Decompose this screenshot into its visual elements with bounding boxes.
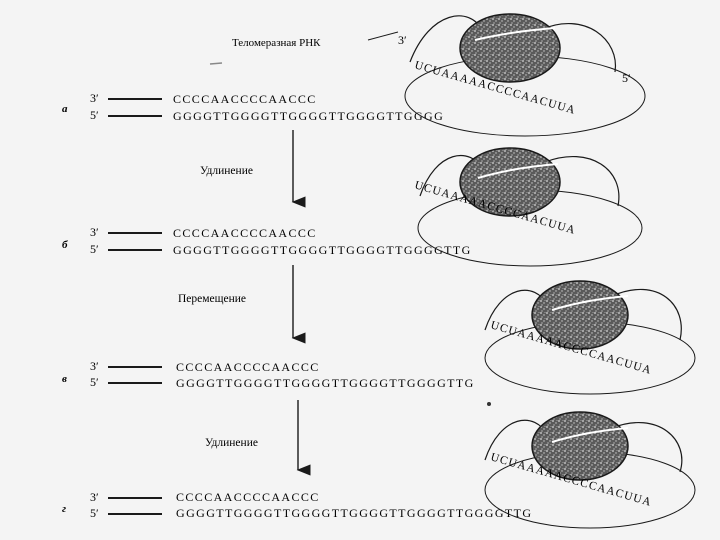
top-strand-sequence: CCCCAACCCCAACCC xyxy=(176,360,320,374)
telomerase-complex-v: UCUAAAAACCCCAACUUA xyxy=(484,280,696,395)
step-elongation-1: Удлинение xyxy=(200,130,306,208)
panel-a: а 3′ 5′ CCCCAACCCCAACCC GGGGTTGGGGTTGGGG… xyxy=(62,91,444,123)
step-elongation-2: Удлинение xyxy=(205,400,311,476)
top-strand-end: 3′ xyxy=(90,359,99,373)
step-label: Удлинение xyxy=(200,165,253,177)
panel-b: б 3′ 5′ CCCCAACCCCAACCC GGGGTTGGGGTTGGGG… xyxy=(62,225,472,257)
step-label: Удлинение xyxy=(205,437,258,449)
panel-v: в 3′ 5′ CCCCAACCCCAACCC GGGGTTGGGGTTGGGG… xyxy=(62,359,475,390)
rna-5-prime-label: 5′ xyxy=(622,71,631,85)
top-strand-sequence: CCCCAACCCCAACCC xyxy=(173,92,317,106)
top-strand-sequence: CCCCAACCCCAACCC xyxy=(173,226,317,240)
telomerase-protein xyxy=(459,147,561,217)
top-strand-sequence: CCCCAACCCCAACCC xyxy=(176,490,320,504)
scan-mark xyxy=(209,62,223,65)
telomerase-rna-label: Теломеразная РНК xyxy=(232,37,321,49)
rna-strand xyxy=(551,295,629,311)
bottom-strand-end: 5′ xyxy=(90,242,99,256)
panel-letter: г xyxy=(62,503,66,515)
rna-arc-right xyxy=(611,422,683,473)
bottom-strand-end: 5′ xyxy=(90,108,99,122)
rna-3-prime-label: 3′ xyxy=(398,33,407,47)
bottom-strand-end: 5′ xyxy=(90,506,99,520)
rna-strand xyxy=(474,27,556,41)
label-leader-line xyxy=(367,31,399,41)
rna-strand xyxy=(551,427,629,443)
step-label: Перемещение xyxy=(178,293,246,305)
bottom-strand-sequence: GGGGTTGGGGTTGGGGTTGGGGTTGGGG xyxy=(173,109,444,123)
top-strand-end: 3′ xyxy=(90,490,99,504)
top-strand-end: 3′ xyxy=(90,225,99,239)
panel-letter: в xyxy=(62,373,67,385)
bottom-strand-sequence: GGGGTTGGGGTTGGGGTTGGGGTTGGGGTTG xyxy=(173,243,472,257)
bottom-strand-sequence: GGGGTTGGGGTTGGGGTTGGGGTTGGGGTTGGGGTTG xyxy=(176,506,532,520)
top-strand-end: 3′ xyxy=(90,91,99,105)
bottom-strand-sequence: GGGGTTGGGGTTGGGGTTGGGGTTGGGGTTG xyxy=(176,376,475,390)
telomerase-protein xyxy=(531,411,629,481)
rna-arc-right xyxy=(539,23,617,73)
panel-letter: а xyxy=(62,103,68,115)
scan-mark xyxy=(487,402,491,406)
bottom-strand-end: 5′ xyxy=(90,375,99,389)
panel-letter: б xyxy=(62,239,68,251)
telomerase-protein xyxy=(459,13,561,83)
rna-arc-right xyxy=(544,156,620,207)
panel-g: г 3′ 5′ CCCCAACCCCAACCC GGGGTTGGGGTTGGGG… xyxy=(62,490,532,520)
rna-strand xyxy=(477,163,559,179)
rna-arc-right xyxy=(611,288,682,341)
step-translocation: Перемещение xyxy=(178,265,306,344)
